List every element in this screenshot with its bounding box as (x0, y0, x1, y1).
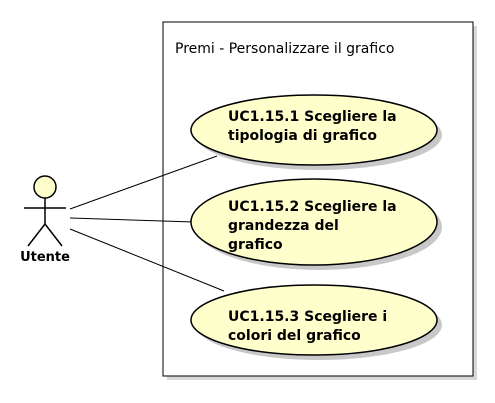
association-uc3 (69, 228, 225, 292)
actor-utente[interactable]: Utente (20, 175, 70, 265)
system-boundary-title: Premi - Personalizzare il grafico (175, 41, 394, 57)
use-case-label-line: tipologia di grafico (228, 128, 377, 144)
actor-name: Utente (20, 250, 70, 265)
use-case-3[interactable]: UC1.15.3 Scegliere i colori del grafico (190, 284, 442, 360)
use-case-label-line: colori del grafico (228, 328, 361, 344)
actor-head (33, 175, 57, 199)
association-uc2 (69, 217, 195, 223)
use-case-ellipse (190, 178, 438, 266)
use-case-2[interactable]: UC1.15.2 Scegliere la grandezza del graf… (190, 178, 442, 270)
actor-left-leg (27, 223, 46, 247)
actor-right-leg (44, 223, 63, 247)
use-case-ellipse (190, 94, 438, 166)
use-case-1[interactable]: UC1.15.1 Scegliere la tipologia di grafi… (190, 94, 442, 170)
use-case-label-line: UC1.15.1 Scegliere la (228, 109, 397, 125)
use-case-label-line: grandezza del (228, 218, 339, 234)
use-case-label-line: UC1.15.2 Scegliere la (228, 199, 397, 215)
use-case-label-line: UC1.15.3 Scegliere i (228, 309, 387, 325)
use-case-label-line: grafico (228, 237, 283, 253)
association-uc1 (69, 155, 218, 210)
use-case-ellipse (190, 284, 438, 356)
